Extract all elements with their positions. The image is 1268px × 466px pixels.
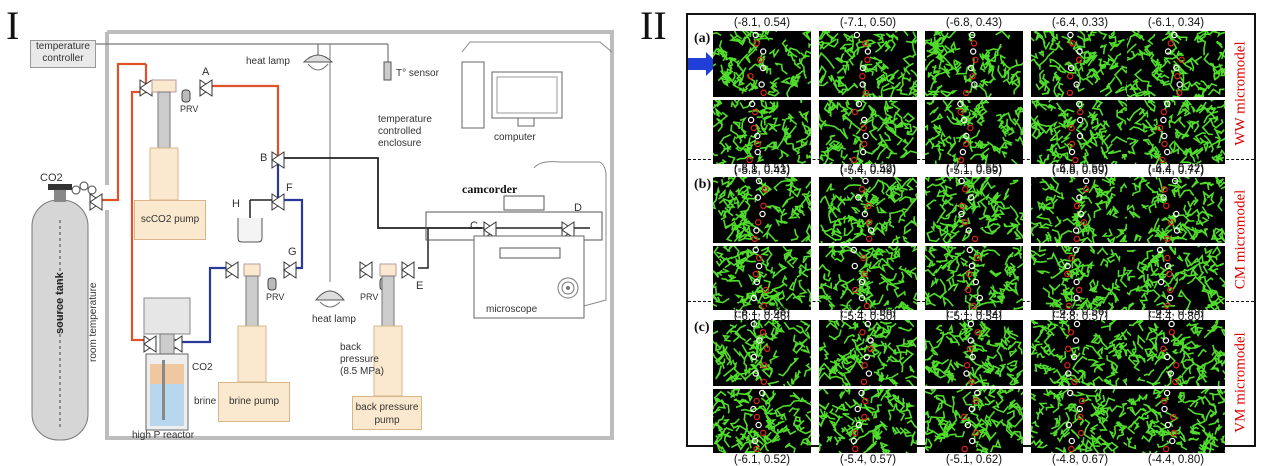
coordinate-label: (-6.8, 0.43) (945, 17, 1003, 29)
micromodel-image-tile (713, 177, 811, 243)
tank-co2-label: CO2 (40, 172, 63, 184)
micromodel-image-tile (925, 177, 1023, 243)
micromodel-image-tile (925, 100, 1023, 164)
micromodel-image-tile (819, 389, 917, 453)
prv-label-1: PRV (180, 104, 199, 114)
valve-f-label: F (286, 182, 293, 194)
micromodel-image-tile (819, 31, 917, 97)
valve-a-label: A (202, 66, 210, 78)
coordinate-label: (-6.4, 0.42) (1147, 163, 1205, 175)
coordinate-label: (-6.4, 0.33) (1051, 17, 1109, 29)
micromodel-image-tile (925, 31, 1023, 97)
micromodel-label: VM micromodel (1232, 332, 1249, 433)
heat-lamp-top-label: heat lamp (246, 56, 290, 67)
coordinate-label: (-7.1, 0.62) (945, 306, 1003, 318)
valve-h-label: H (232, 198, 240, 210)
micromodel-image-tile (1031, 100, 1129, 164)
micromodel-image-tile (819, 246, 917, 310)
valve-c-label: C (470, 220, 478, 232)
coordinate-label: (-4.8, 0.67) (1051, 454, 1109, 466)
micromodel-image-tile (1127, 31, 1225, 97)
valve-d-label: D (574, 202, 582, 214)
reactor-brine-label: brine (194, 396, 217, 407)
coordinate-label: (-5.1, 0.62) (945, 454, 1003, 466)
flow-direction-arrow-icon (688, 52, 718, 76)
coordinate-label: (-6.1, 0.52) (733, 454, 791, 466)
micromodel-image-tile (713, 246, 811, 310)
camcorder-label: camcorder (462, 182, 518, 196)
enclosure-label: temperature controlled enclosure (378, 114, 432, 149)
computer-label: computer (494, 132, 536, 143)
coordinate-label: (-4.4, 0.77) (1147, 165, 1205, 177)
micromodel-image-tile (819, 177, 917, 243)
room-temperature-label: room temperature (88, 282, 99, 362)
valve-b-label: B (260, 152, 268, 164)
coordinate-label: (-8.1, 0.51) (733, 163, 791, 175)
coordinate-label: (-4.8, 0.69) (1051, 165, 1109, 177)
micromodel-image-tile (925, 246, 1023, 310)
coordinate-label: (-7.4, 0.52) (839, 163, 897, 175)
coordinate-label: (-7.1, 0.50) (839, 17, 897, 29)
coordinate-label: (-5.4, 0.57) (839, 454, 897, 466)
micromodel-image-tile (925, 389, 1023, 453)
valve-e-label: E (416, 280, 424, 292)
coordinate-label: (-7.1, 0.55) (945, 163, 1003, 175)
micromodel-label: CM micromodel (1232, 189, 1249, 290)
coordinate-label: (-7.4, 0.66) (839, 306, 897, 318)
temperature-controller: temperature controller (30, 40, 96, 68)
coordinate-label: (-5.4, 0.49) (839, 165, 897, 177)
source-tank-label: source tank (54, 272, 66, 334)
micromodel-image-tile (1031, 246, 1129, 310)
panel-i-label: I (6, 3, 20, 48)
micromodel-image-tile (1127, 320, 1225, 386)
micromodel-image-tile (1031, 320, 1129, 386)
micromodel-image-tile (713, 100, 811, 164)
micromodel-image-tile (1127, 246, 1225, 310)
brine-pump: brine pump (218, 382, 290, 422)
micromodel-image-tile (819, 320, 917, 386)
coordinate-label: (-6.8, 0.56) (1051, 306, 1109, 318)
coordinate-label: (-4.4, 0.80) (1147, 454, 1205, 466)
section-tag: (b) (694, 177, 712, 192)
micromodel-image-tile (1031, 31, 1129, 97)
micromodel-image-tile (713, 320, 811, 386)
t-sensor-label: T° sensor (396, 68, 439, 79)
coordinate-label: (-8.1, 0.68) (733, 306, 791, 318)
panel-ii-label: II (640, 3, 667, 48)
coordinate-label: (-6.4, 0.49) (1147, 306, 1205, 318)
micromodel-label: WW micromodel (1232, 41, 1249, 146)
coordinate-label: (-5.8, 0.43) (733, 165, 791, 177)
micromodel-image-tile (1127, 177, 1225, 243)
micromodel-image-tile (1127, 100, 1225, 164)
heat-lamp-bottom-label: heat lamp (312, 314, 356, 325)
micromodel-image-tile (713, 389, 811, 453)
back-pressure-pump: back pressure pump (352, 396, 422, 430)
prv-label-3: PRV (360, 292, 379, 302)
micromodel-image-tile (925, 320, 1023, 386)
coordinate-label: (-6.1, 0.34) (1147, 17, 1205, 29)
microscope-label: microscope (486, 304, 538, 315)
micromodel-image-tile (819, 100, 917, 164)
section-tag: (c) (694, 320, 710, 335)
scco2-pump: scCO2 pump (134, 200, 206, 240)
micromodel-image-tile (1127, 389, 1225, 453)
apparatus-schematic (31, 30, 614, 441)
micromodel-image-tile (1031, 389, 1129, 453)
valve-g-label: G (288, 246, 297, 258)
section-tag: (a) (694, 31, 711, 46)
coordinate-label: (-5.1, 0.59) (945, 165, 1003, 177)
micromodel-image-tile (1031, 177, 1129, 243)
coordinate-label: (-6.8, 0.50) (1051, 163, 1109, 175)
coordinate-label: (-8.1, 0.54) (733, 17, 791, 29)
reactor-co2-label: CO2 (192, 362, 213, 373)
high-p-reactor-label: high P reactor (132, 430, 195, 441)
prv-label-2: PRV (266, 292, 285, 302)
micromodel-image-tile (713, 31, 811, 97)
back-pressure-note: back pressure (8.5 MPa) (340, 342, 384, 377)
